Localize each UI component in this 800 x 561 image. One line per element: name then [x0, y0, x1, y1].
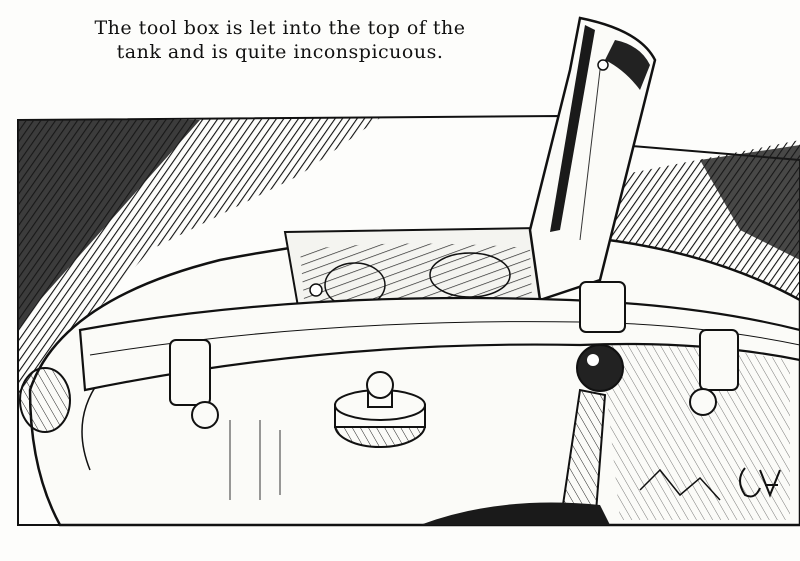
caption: The tool box is let into the top of the … [40, 16, 520, 64]
bottom-shading [420, 468, 721, 525]
caption-line-1: The tool box is let into the top of the [94, 17, 466, 39]
caption-line-2: tank and is quite inconspicuous. [116, 41, 444, 63]
filler-cap [334, 371, 426, 448]
artist-signature [739, 467, 781, 498]
lid-hinge-and-knob [558, 281, 626, 526]
tool-box-lid [528, 16, 657, 302]
